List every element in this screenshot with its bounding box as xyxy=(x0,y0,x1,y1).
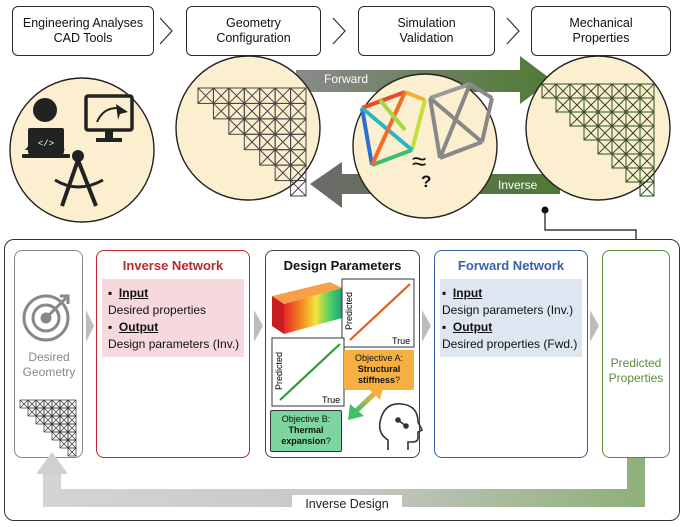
circle-geometry xyxy=(175,55,321,201)
forward-network-io-box xyxy=(440,279,582,357)
forward-input-row: ▪ Input xyxy=(442,286,483,300)
inverse-design-label: Inverse Design xyxy=(292,495,402,513)
objective-b-question: ? xyxy=(325,436,331,446)
approx-symbol: ≈ xyxy=(412,146,427,176)
chevron-right-icon xyxy=(159,17,173,45)
top-workflow-graphic: </> xyxy=(9,17,671,240)
inverse-input-row: ▪ Input xyxy=(108,286,149,300)
fea-colored-cube xyxy=(360,90,427,167)
engineer-laptop-icon: </> xyxy=(22,98,70,158)
forward-arrow-label: Forward xyxy=(324,72,369,86)
stage-box-simulation: Simulation Validation xyxy=(358,6,495,56)
svg-text:</>: </> xyxy=(38,139,54,149)
inverse-input-value: Desired properties xyxy=(108,303,207,317)
predicted-properties-label: Predicted Properties xyxy=(608,356,664,385)
lattice-triangle-mechanical xyxy=(541,83,655,197)
plot-b-ylabel: Predicted xyxy=(274,351,284,390)
objective-b-prefix: Objective B: xyxy=(281,414,331,424)
inverse-network-io-box xyxy=(102,279,244,357)
fea-gray-cube xyxy=(428,82,494,160)
forward-input-label: Input xyxy=(452,286,483,300)
lattice-triangle-geometry xyxy=(197,87,307,197)
predicted-properties-panel xyxy=(602,250,670,458)
plot-b-xlabel: True xyxy=(322,395,341,405)
desired-geometry-label: Desired Geometry xyxy=(22,350,76,379)
inverse-output-value: Design parameters (Inv.) xyxy=(108,337,240,351)
design-parameters-title: Design Parameters xyxy=(283,258,402,273)
inverse-link-line xyxy=(544,210,637,240)
objective-b-box: Objective B: Thermal expansion? xyxy=(270,410,342,452)
chevron-right-icon xyxy=(332,17,346,45)
forward-output-row: ▪ Output xyxy=(442,320,493,334)
objective-a-question: ? xyxy=(395,375,401,385)
inverse-input-label: Input xyxy=(118,286,149,300)
objective-a-box: Objective A: Structural stiffness? xyxy=(344,350,414,390)
compass-drafting-icon xyxy=(54,150,104,207)
inverse-output-label: Output xyxy=(118,320,159,334)
forward-network-title: Forward Network xyxy=(457,258,565,273)
stage-box-geometry: Geometry Configuration xyxy=(186,6,321,56)
inverse-arrow-label: Inverse xyxy=(498,178,538,192)
stage-label-cad-tools: Engineering Analyses CAD Tools xyxy=(22,16,144,45)
objective-b-text: Thermal expansion xyxy=(281,425,326,446)
plot-a-ylabel: Predicted xyxy=(344,291,354,330)
stage-label-simulation: Simulation Validation xyxy=(397,16,456,45)
monitor-cursor-icon xyxy=(84,94,134,142)
question-symbol: ? xyxy=(421,172,432,191)
forward-output-label: Output xyxy=(452,320,493,334)
stage-box-cad-tools: Engineering Analyses CAD Tools xyxy=(12,6,154,56)
inverse-output-row: ▪ Output xyxy=(108,320,159,334)
stage-label-geometry: Geometry Configuration xyxy=(216,16,291,45)
plot-a-xlabel: True xyxy=(392,336,411,346)
stage-label-mechanical: Mechanical Properties xyxy=(569,16,633,45)
inverse-network-title: Inverse Network xyxy=(122,258,224,273)
chevron-right-icon xyxy=(506,17,520,45)
forward-input-value: Design parameters (Inv.) xyxy=(442,303,574,317)
objective-a-text: Structural stiffness xyxy=(357,364,401,385)
objective-a-prefix: Objective A: xyxy=(354,353,404,363)
forward-output-value: Desired properties (Fwd.) xyxy=(442,337,578,351)
